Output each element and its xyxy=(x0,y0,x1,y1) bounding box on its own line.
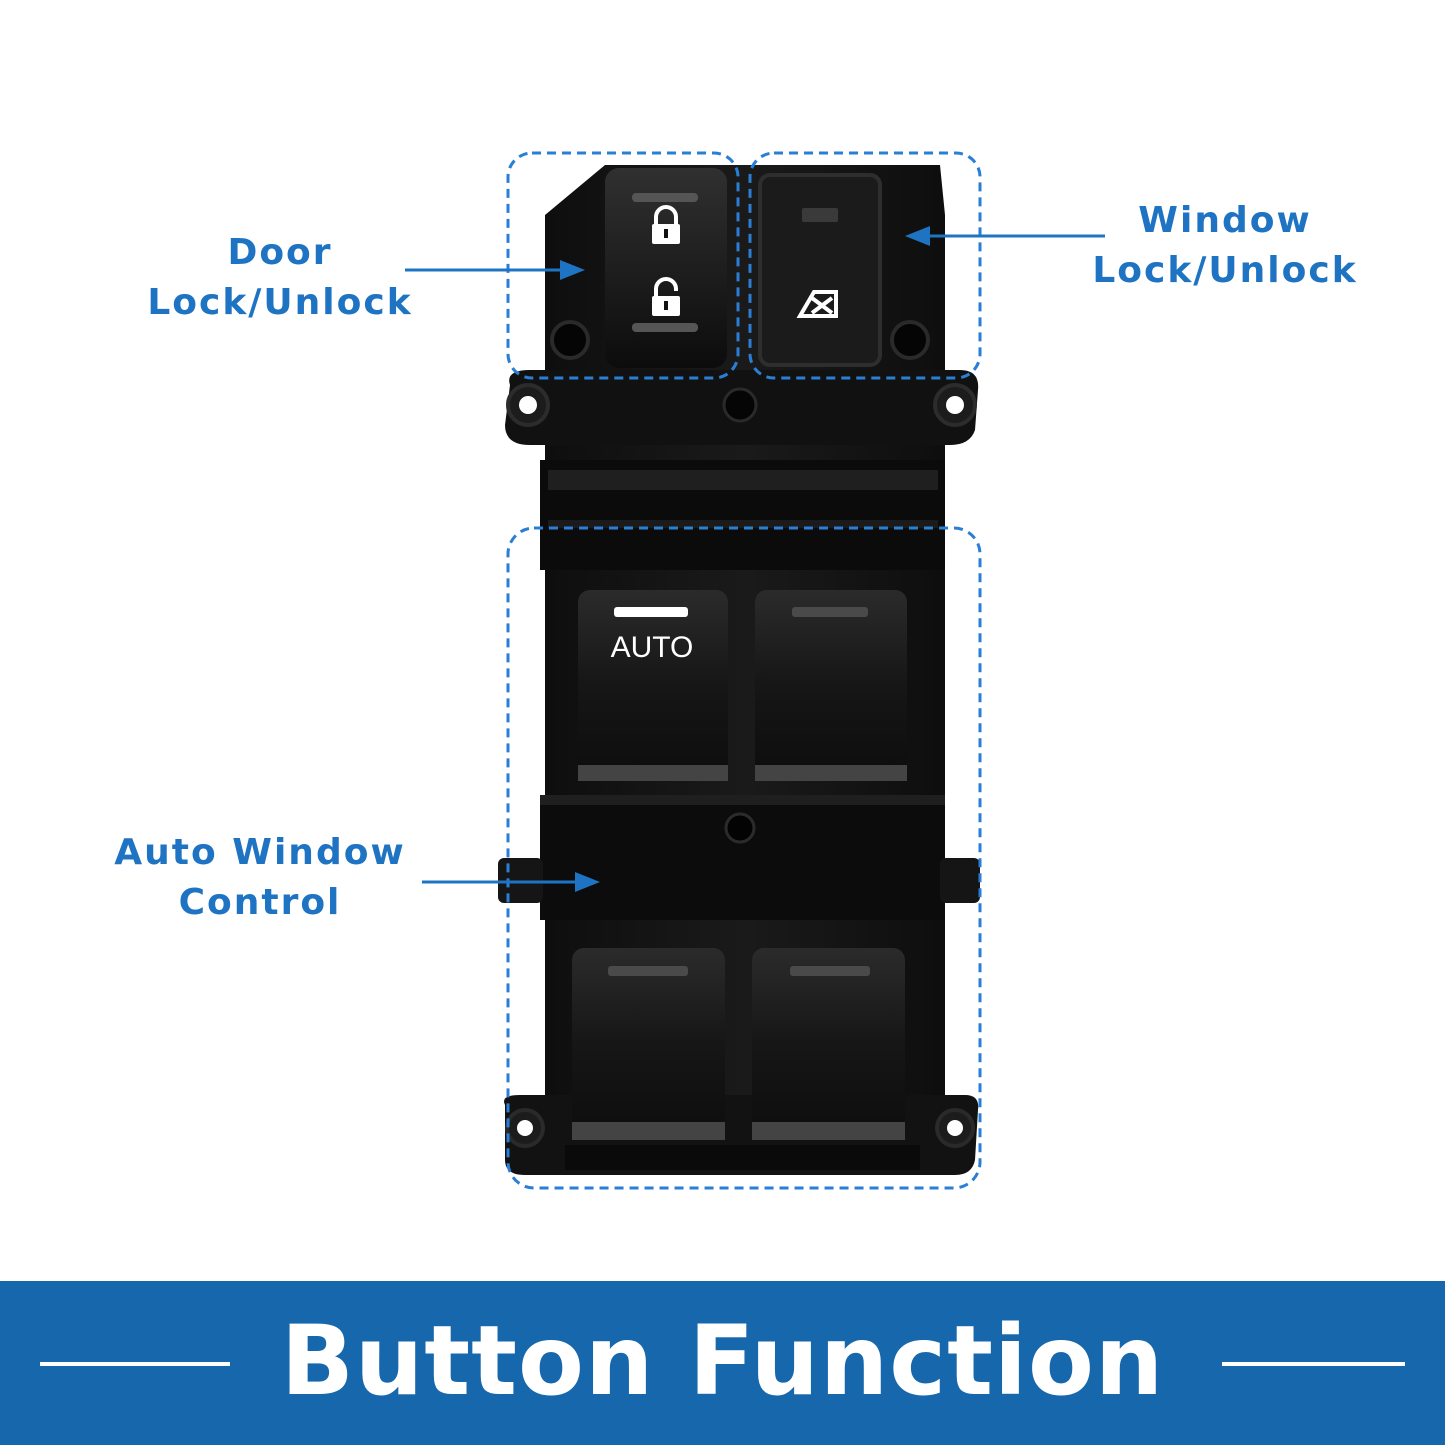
indicator-light xyxy=(802,208,838,222)
banner-line-left xyxy=(40,1362,230,1366)
window-lock-icon xyxy=(796,290,838,318)
auto-window-label: Auto Window Control xyxy=(105,828,415,928)
window-switch-front-right[interactable] xyxy=(755,590,907,781)
door-lock-label-line1: Door xyxy=(227,232,333,273)
banner-line-right xyxy=(1222,1362,1405,1366)
arrow-auto-window xyxy=(422,872,600,892)
lock-icon xyxy=(652,205,680,244)
door-lock-rocker[interactable] xyxy=(605,168,727,368)
window-switch-rear-right[interactable] xyxy=(752,948,905,1140)
product-illustration: AUTO xyxy=(105,151,1365,1190)
arrow-door-lock xyxy=(405,260,585,280)
window-lock-button[interactable] xyxy=(758,173,882,367)
window-switch-panel: AUTO xyxy=(405,151,1105,1190)
banner-title: Button Function xyxy=(280,1305,1165,1417)
window-lock-label-line2: Lock/Unlock xyxy=(1092,250,1358,291)
panel-body xyxy=(498,165,980,1175)
window-switch-rear-left[interactable] xyxy=(572,948,725,1140)
window-lock-highlight xyxy=(748,151,982,380)
arrow-window-lock xyxy=(905,226,1105,246)
window-lock-label-line1: Window xyxy=(1138,200,1312,241)
window-switch-front-left[interactable]: AUTO xyxy=(578,590,728,781)
window-lock-label: Window Lock/Unlock xyxy=(1085,196,1365,296)
title-banner: Button Function xyxy=(0,1281,1445,1445)
door-lock-label: Door Lock/Unlock xyxy=(140,228,420,328)
door-lock-highlight xyxy=(506,151,740,380)
auto-window-highlight xyxy=(506,526,982,1190)
auto-label: AUTO xyxy=(611,631,694,664)
auto-window-label-line1: Auto Window xyxy=(114,832,406,873)
auto-window-label-line2: Control xyxy=(178,882,342,923)
unlock-icon xyxy=(652,277,680,316)
door-lock-label-line2: Lock/Unlock xyxy=(147,282,413,323)
